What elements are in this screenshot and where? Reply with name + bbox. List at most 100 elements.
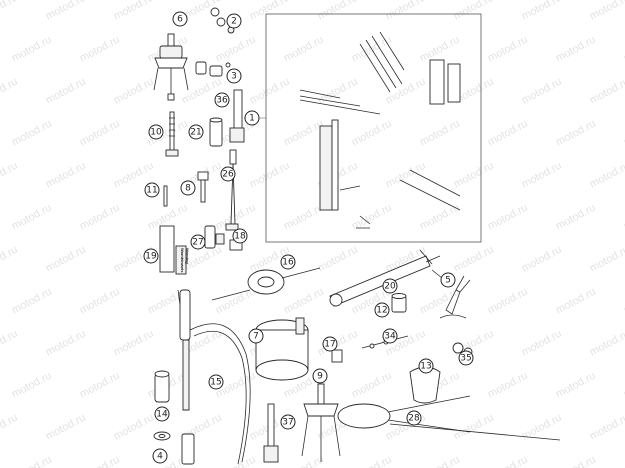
watermark-text: motod.ru (214, 34, 258, 65)
watermark-text: motod.ru (316, 244, 360, 275)
callout-number: 1 (249, 114, 255, 124)
watermark-text: motod.ru (554, 286, 598, 317)
watermark-text: motod.ru (112, 0, 156, 23)
callout-35: 35 (458, 350, 474, 366)
watermark-text: motod.ru (112, 328, 156, 359)
watermark-text: motod.ru (0, 160, 20, 191)
callout-number: 19 (145, 252, 157, 262)
callout-16: 16 (280, 254, 296, 270)
callout-number: 35 (460, 354, 471, 364)
watermark-text: motod.ru (10, 286, 54, 317)
watermark-text: motod.ru (44, 412, 88, 443)
callout-number: 5 (445, 276, 451, 286)
part-21-socket (209, 117, 223, 147)
part-11-pin (163, 185, 168, 207)
callout-19: 19 (143, 248, 159, 264)
watermark-text: motod.ru (418, 118, 462, 149)
callout-10: 10 (148, 124, 164, 140)
toolkit-frame (265, 13, 482, 243)
watermark-text: motod.ru (384, 160, 428, 191)
watermark-text: motod.ru (78, 286, 122, 317)
watermark-text: motod.ru (10, 454, 54, 468)
callout-9: 9 (312, 368, 328, 384)
callout-6: 6 (172, 11, 188, 27)
callout-7: 7 (248, 328, 264, 344)
callout-14: 14 (154, 406, 170, 422)
watermark-text: motod.ru (350, 370, 394, 401)
callout-number: 21 (190, 128, 201, 138)
part-5-pliers (439, 275, 471, 319)
watermark-text: motod.ru (78, 454, 122, 468)
callout-13: 13 (418, 358, 434, 374)
watermark-text: motod.ru (350, 118, 394, 149)
callout-2: 2 (226, 13, 242, 29)
callout-number: 4 (157, 452, 163, 462)
part-16-gauge (211, 267, 321, 301)
callout-number: 9 (317, 372, 323, 382)
watermark-text: motod.ru (588, 160, 625, 191)
callout-number: 6 (177, 15, 183, 25)
watermark-text: motod.ru (418, 286, 462, 317)
watermark-text: motod.ru (554, 370, 598, 401)
watermark-text: motod.ru (554, 34, 598, 65)
callout-28: 28 (406, 410, 422, 426)
watermark-text: motod.ru (248, 160, 292, 191)
watermark-text: motod.ru (248, 76, 292, 107)
part-9-puller (301, 383, 341, 462)
callout-18: 18 (232, 228, 248, 244)
part-8-bolt (197, 171, 209, 203)
callout-number: 15 (210, 378, 221, 388)
part-1-drift (229, 89, 248, 143)
watermark-text: motod.ru (520, 76, 564, 107)
part-10-rod (165, 111, 179, 157)
part-15-hose (177, 289, 251, 465)
watermark-text: motod.ru (44, 0, 88, 23)
watermark-text: motod.ru (486, 34, 530, 65)
callout-number: 13 (420, 362, 431, 372)
callout-5: 5 (440, 272, 456, 288)
watermark-text: motod.ru (520, 244, 564, 275)
callout-3: 3 (226, 68, 242, 84)
callout-number: 3 (231, 72, 237, 82)
watermark-text: motod.ru (44, 244, 88, 275)
watermark-text: motod.ru (0, 0, 20, 23)
watermark-text: motod.ru (452, 412, 496, 443)
callout-number: 12 (376, 306, 387, 316)
watermark-text: motod.ru (554, 454, 598, 468)
part-19-sticker: Warnhinweis Warning (159, 225, 190, 275)
watermark-text: motod.ru (10, 202, 54, 233)
part-14-cup (154, 370, 170, 403)
watermark-text: motod.ru (486, 286, 530, 317)
callout-34: 34 (382, 328, 398, 344)
watermark-text: motod.ru (350, 454, 394, 468)
watermark-text: motod.ru (78, 118, 122, 149)
watermark-text: motod.ru (78, 370, 122, 401)
watermark-text: motod.ru (0, 328, 20, 359)
watermark-text: motod.ru (112, 412, 156, 443)
callout-27: 27 (190, 234, 206, 250)
callout-36: 36 (214, 92, 230, 108)
part-3-bushings (195, 61, 231, 77)
callout-number: 14 (156, 410, 168, 420)
callout-number: 11 (146, 186, 157, 196)
watermark-text: motod.ru (282, 202, 326, 233)
watermark-text: motod.ru (282, 454, 326, 468)
watermark-text: motod.ru (10, 118, 54, 149)
part-26-shaft (225, 149, 239, 231)
watermark-text: motod.ru (44, 328, 88, 359)
watermark-text: motod.ru (282, 34, 326, 65)
part-37-driver (263, 403, 279, 463)
callout-number: 27 (192, 238, 203, 248)
watermark-text: motod.ru (554, 118, 598, 149)
watermark-text: motod.ru (78, 202, 122, 233)
sticker-text-0: Warnhinweis (180, 248, 185, 273)
callout-4: 4 (152, 448, 168, 464)
watermark-text: motod.ru (316, 0, 360, 23)
callout-number: 18 (234, 232, 246, 242)
callout-21: 21 (188, 124, 204, 140)
watermark-text: motod.ru (10, 370, 54, 401)
watermark-text: motod.ru (282, 118, 326, 149)
watermark-text: motod.ru (282, 286, 326, 317)
callout-15: 15 (208, 374, 224, 390)
part-28-holder (337, 395, 561, 441)
